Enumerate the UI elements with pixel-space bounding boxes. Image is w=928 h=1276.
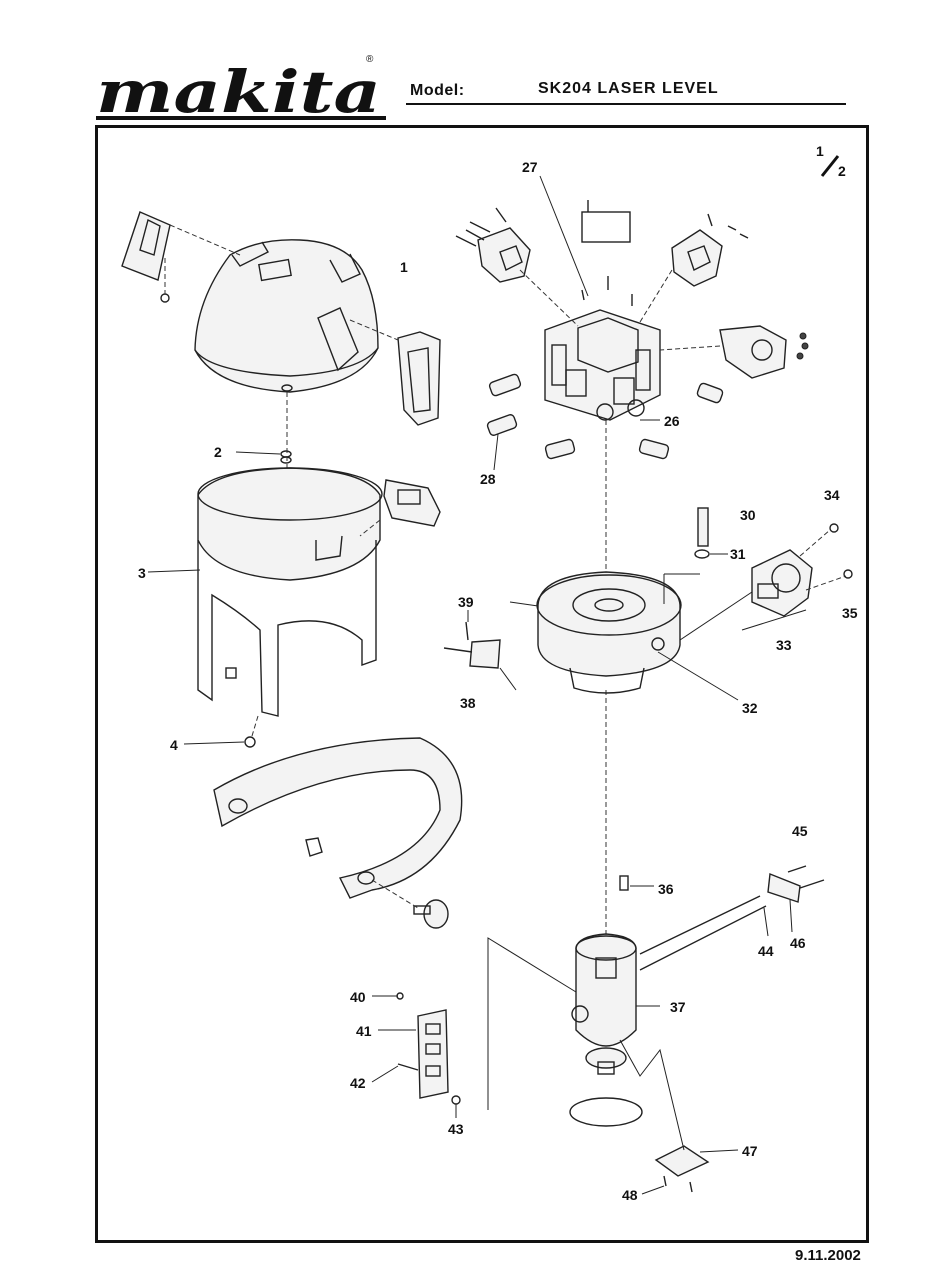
- holder-side-part: [719, 325, 809, 379]
- screw-35: [843, 569, 853, 579]
- springs-part: [486, 373, 724, 460]
- callout-38: 38: [460, 695, 476, 711]
- top-screws: [455, 200, 749, 306]
- callout-42: 42: [350, 1075, 366, 1091]
- callout-32: 32: [742, 700, 758, 716]
- callout-31: 31: [730, 546, 746, 562]
- bracket-38: [443, 621, 501, 669]
- washer-31: [694, 549, 710, 559]
- holder-left-part: [477, 227, 531, 283]
- laser-module-part: [639, 865, 825, 971]
- body-shell-part: [197, 467, 383, 717]
- screw-42: [397, 1063, 419, 1071]
- screw-2: [280, 450, 292, 464]
- flange-part: [536, 571, 682, 694]
- callout-3: 3: [138, 565, 146, 581]
- model-value: SK204 LASER LEVEL: [538, 80, 719, 97]
- page-indicator: 1 2: [816, 143, 846, 179]
- plate-part: [417, 1009, 449, 1099]
- strap-part: [213, 737, 463, 899]
- callout-41: 41: [356, 1023, 372, 1039]
- screw-36: [619, 875, 629, 891]
- svg-text:makita: makita: [96, 64, 381, 122]
- callout-39: 39: [458, 594, 474, 610]
- callout-35: 35: [842, 605, 858, 621]
- callout-2: 2: [214, 444, 222, 460]
- callout-45: 45: [792, 823, 808, 839]
- screw-43: [451, 1095, 461, 1105]
- callout-4: 4: [170, 737, 178, 753]
- holder-right-part: [671, 229, 723, 287]
- callout-40: 40: [350, 989, 366, 1005]
- knob-part: [413, 899, 449, 929]
- callout-33: 33: [776, 637, 792, 653]
- callout-36: 36: [658, 881, 674, 897]
- callout-30: 30: [740, 507, 756, 523]
- bracket-part: [121, 211, 171, 303]
- callout-26: 26: [664, 413, 680, 429]
- callout-34: 34: [824, 487, 840, 503]
- page-total: 2: [838, 163, 846, 179]
- callout-28: 28: [480, 471, 496, 487]
- rotor-housing-part: [569, 933, 643, 1127]
- base-block-part: [544, 309, 661, 421]
- revision-date: 9.11.2002: [795, 1247, 861, 1264]
- callout-37: 37: [670, 999, 686, 1015]
- base-plate-part: [654, 1145, 710, 1177]
- screw-4: [244, 736, 256, 748]
- callout-48: 48: [622, 1187, 638, 1203]
- callout-1: 1: [400, 259, 408, 275]
- callout-46: 46: [790, 935, 806, 951]
- makita-logo: makita: [96, 64, 386, 122]
- callout-47: 47: [742, 1143, 758, 1159]
- callout-43: 43: [448, 1121, 464, 1137]
- page-sheet: 1: [816, 143, 824, 159]
- motor-part: [751, 549, 813, 617]
- bolt-30: [697, 507, 709, 547]
- handle-part: [397, 331, 441, 426]
- header-rule: [406, 103, 846, 105]
- callout-44: 44: [758, 943, 774, 959]
- registered-mark: ®: [366, 54, 374, 65]
- switch-module-part: [383, 479, 441, 527]
- cover-part: [194, 239, 379, 393]
- screw-34: [829, 523, 839, 533]
- model-label: Model:: [410, 82, 465, 99]
- diagram-frame: [95, 125, 869, 1243]
- callout-27: 27: [522, 159, 538, 175]
